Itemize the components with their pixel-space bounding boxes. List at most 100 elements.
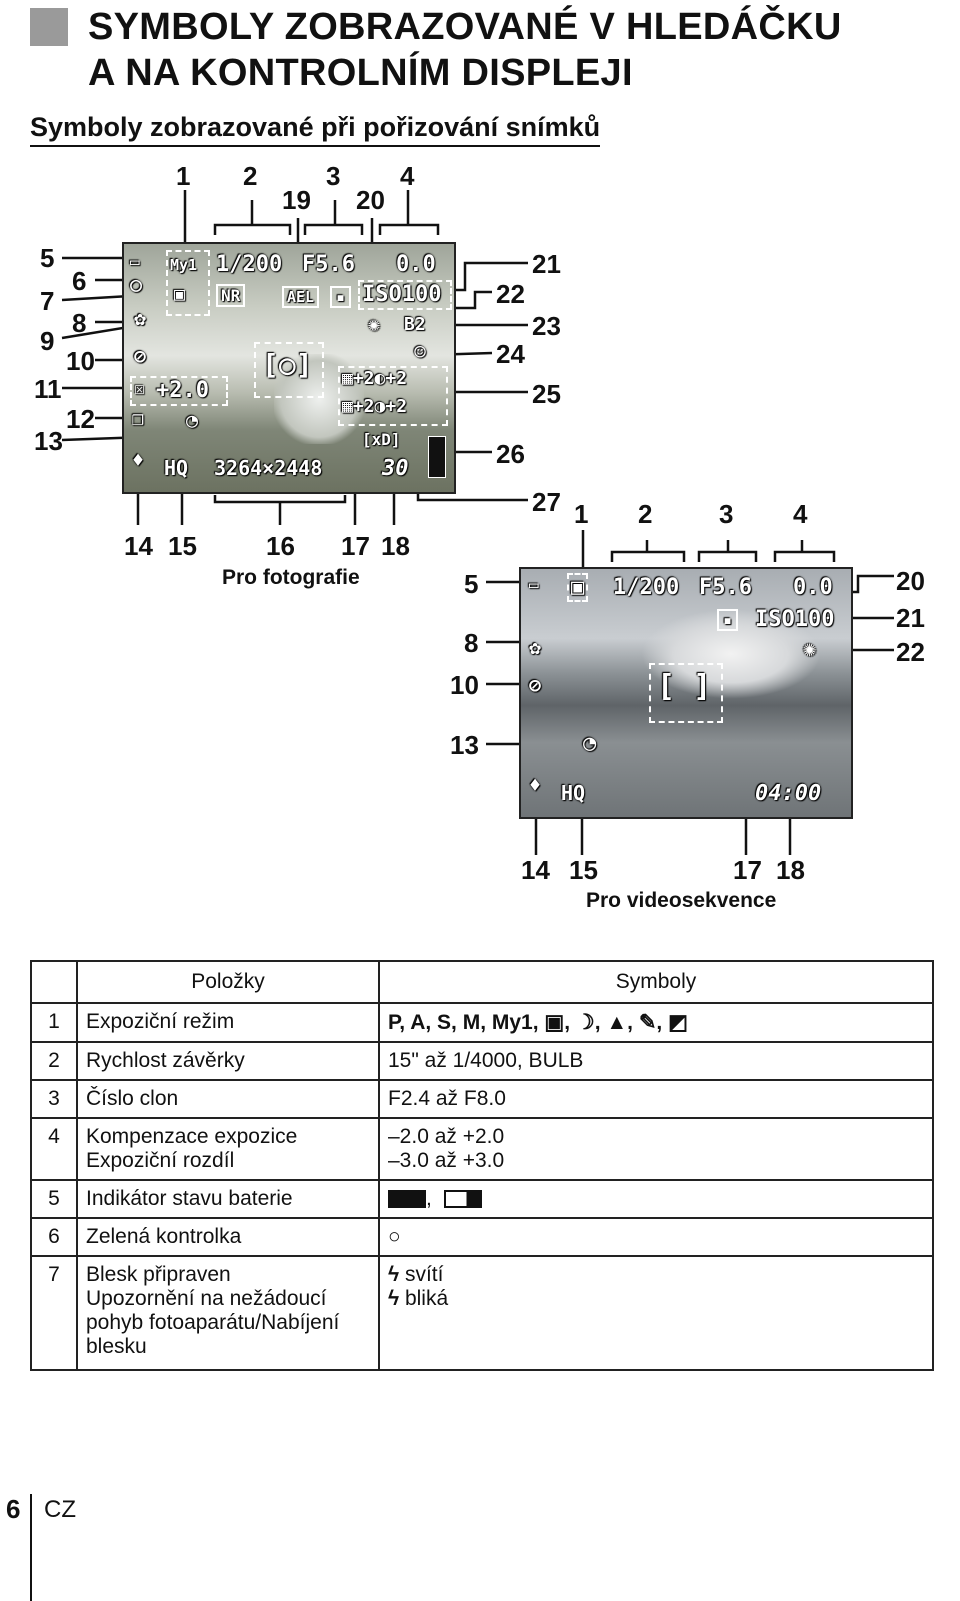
table-header-number [30,960,78,1004]
flash-state-blink: bliká [404,1287,449,1310]
row-item: Expoziční režim [76,1002,380,1043]
row-symbols: F2.4 až F8.0 [378,1079,934,1119]
row-item: Kompenzace expozice Expoziční rozdíl [76,1117,380,1181]
callout-27: 27 [532,487,561,517]
self-timer-icon: ◔ [186,408,199,432]
row-item-line1: Kompenzace expozice [86,1125,298,1148]
video-macro-icon: ✿ [529,635,542,659]
flash-icon: ϟ [388,1263,405,1286]
video-callout-2: 2 [638,499,653,529]
saturation-setting: ▦+2◑+2 [342,396,408,417]
page-title-line1: SYMBOLY ZOBRAZOVANÉ V HLEDÁČKU [88,6,842,48]
video-wb-icon: ✺ [803,637,817,662]
aperture: F5.6 [302,252,355,277]
callout-5: 5 [40,243,55,273]
video-callout-14: 14 [521,855,550,885]
row-symbols: 15" až 1/4000, BULB [378,1041,934,1081]
video-monitor: ▭ ▣ 1/200 F5.6 0.0 ▪ ISO100 ✺ ✿ ⊘ [ ] ◔ … [519,567,853,819]
video-callout-13: 13 [450,730,479,760]
callout-3: 3 [326,161,341,191]
hue-value: +2 [385,396,408,417]
flash-comp-icon: ☒ [134,378,145,399]
flash-comp-value: +2.0 [156,378,209,403]
white-balance-icon: ✺ [368,312,381,336]
card-indicator: [xD] [362,430,401,449]
row-symbols-line2: –3.0 až +3.0 [388,1149,505,1172]
video-af-target-mark: [ ] [657,669,712,704]
metering-icon: ▪ [330,286,352,308]
row-item: Indikátor stavu baterie [76,1179,380,1219]
callout-2: 2 [243,161,258,191]
row-item-line2: Expoziční rozdíl [86,1149,235,1172]
flash-state-on: svítí [404,1263,444,1286]
row-number: 2 [30,1041,78,1081]
video-callout-20: 20 [896,566,925,596]
wb-adjust: B2 [404,314,426,335]
row-number: 3 [30,1079,78,1119]
callout-10: 10 [66,346,95,376]
row-symbols: –2.0 až +2.0 –3.0 až +3.0 [378,1117,934,1181]
table-row: 4 Kompenzace expozice Expoziční rozdíl –… [30,1117,934,1181]
video-self-timer-icon: ◔ [583,731,597,756]
callout-21: 21 [532,249,561,279]
video-flash-off-icon: ⊘ [529,673,542,697]
video-iso-value: ISO100 [755,607,835,632]
battery-icon: ▭ [130,252,140,271]
movie-mode-icon: ▣ [567,573,589,602]
exposure-mode-icon: My1 [170,256,198,274]
table-row: 2 Rychlost závěrky 15" až 1/4000, BULB [30,1041,934,1081]
video-callout-8: 8 [464,628,479,658]
callout-9: 9 [40,326,55,356]
video-callout-17: 17 [733,855,762,885]
video-remaining-time: 04:00 [755,781,822,806]
callout-15: 15 [168,531,197,561]
page-title: SYMBOLY ZOBRAZOVANÉ V HLEDÁČKU A NA KONT… [88,4,842,96]
row-item-line1: Blesk připraven [86,1263,231,1286]
table-row: 7 Blesk připraven Upozornění na nežádouc… [30,1255,934,1371]
page-title-line2: A NA KONTROLNÍM DISPLEJI [88,52,633,94]
callout-13: 13 [34,426,63,456]
sharpness-setting: ▦+2◐+2 [342,368,408,389]
row-item: Zelená kontrolka [76,1217,380,1257]
video-callout-15: 15 [569,855,598,885]
video-metering-icon: ▪ [717,609,739,631]
row-item: Blesk připraven Upozornění na nežádoucí … [76,1255,380,1371]
shutter-speed: 1/200 [216,252,283,277]
row-symbols: ϟ svítí ϟ bliká [378,1255,934,1371]
callout-1: 1 [176,161,191,191]
video-microphone-icon: ♦ [529,773,542,797]
callout-19: 19 [282,185,311,215]
title-marker [30,8,68,46]
flash-icon: ϟ [388,1287,405,1310]
callout-16: 16 [266,531,295,561]
row-item-line2: Upozornění na nežádoucí pohyb fotoaparát… [86,1287,340,1358]
table-header-symbols: Symboly [378,960,934,1004]
section-subtitle: Symboly zobrazované při pořizování snímk… [30,112,601,147]
row-symbols: , [378,1179,934,1219]
video-exposure-comp: 0.0 [793,575,833,600]
saturation-value: +2 [352,396,375,417]
callout-18: 18 [381,531,410,561]
callout-12: 12 [66,404,95,434]
callout-23: 23 [532,311,561,341]
table-row: 3 Číslo clon F2.4 až F8.0 [30,1079,934,1119]
video-callout-4: 4 [793,499,808,529]
callout-17: 17 [341,531,370,561]
table-header-items: Položky [76,960,380,1004]
callout-22: 22 [496,279,525,309]
symbols-table: Položky Symboly 1 Expoziční režim P, A, … [30,960,934,1371]
callout-11: 11 [34,374,62,404]
callout-8: 8 [72,308,87,338]
callout-25: 25 [532,379,561,409]
macro-icon: ✿ [134,306,147,330]
table-row: 6 Zelená kontrolka ○ [30,1217,934,1257]
sequential-icon: ❐ [132,406,145,430]
row-symbols-line2: ϟ bliká [388,1287,924,1311]
video-caption: Pro videosekvence [586,889,777,912]
remaining-shots: 30 [382,456,409,481]
table-header-row: Položky Symboly [30,960,934,1004]
video-shutter-speed: 1/200 [613,575,680,600]
row-symbols-separator: , [426,1187,432,1210]
video-aperture: F5.6 [699,575,752,600]
sharpness-value: +2 [352,368,375,389]
